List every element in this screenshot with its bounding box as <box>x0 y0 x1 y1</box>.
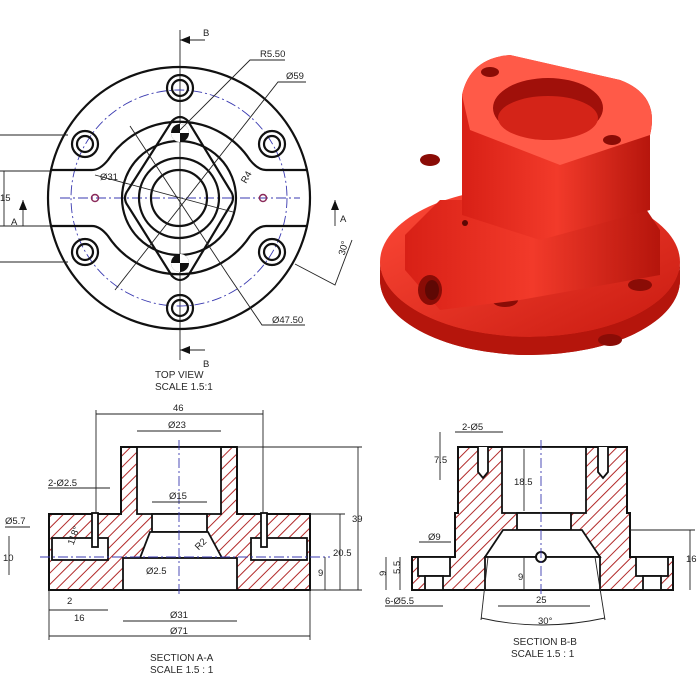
top-view-title: TOP VIEW <box>155 370 204 381</box>
dim-30-deg: 30° <box>337 240 351 257</box>
dim-a-20-5: 20.5 <box>333 548 352 559</box>
outer-flange-circle <box>46 65 312 331</box>
section-a-marker-left: A <box>11 217 18 228</box>
top-view: B B <box>0 28 353 393</box>
section-b-title: SECTION B-B <box>513 637 577 648</box>
boss-outline <box>123 115 235 282</box>
dim-a-46: 46 <box>173 403 184 414</box>
dim-a-10: 10 <box>3 553 14 564</box>
top-view-scale: SCALE 1.5:1 <box>155 382 213 393</box>
dim-d59: Ø59 <box>286 71 304 82</box>
dim-b-18-5: 18.5 <box>514 477 533 488</box>
dim-b-30-deg: 30° <box>538 616 553 627</box>
dim-a-9: 9 <box>318 568 323 579</box>
dim-b-6-d5-5: 6-Ø5.5 <box>385 596 414 607</box>
dim-15: 15 <box>0 193 11 204</box>
inner-ring-lower <box>50 224 308 276</box>
dim-b-25: 25 <box>536 595 547 606</box>
bolt-holes <box>70 73 287 323</box>
dim-a-2: 2 <box>67 596 72 607</box>
tapped-hole-markers <box>171 124 189 272</box>
bolt-circle <box>70 89 288 307</box>
dim-a-16: 16 <box>74 613 85 624</box>
dim-d31: Ø31 <box>100 172 118 183</box>
dim-a-d31: Ø31 <box>170 610 188 621</box>
section-a-title: SECTION A-A <box>150 653 214 664</box>
dim-r5-50: R5.50 <box>260 49 285 60</box>
isometric-3d-render <box>380 55 680 355</box>
section-a-marker-right: A <box>340 214 347 225</box>
dim-b-2-d5: 2-Ø5 <box>462 422 483 433</box>
dim-b-9-center: 9 <box>518 572 523 583</box>
section-b-b: 2-Ø5 7.5 18.5 Ø9 5.5 9 9 6-Ø5.5 25 30° 1… <box>378 422 697 660</box>
section-b-scale: SCALE 1.5 : 1 <box>511 649 575 660</box>
dim-a-d5-7: Ø5.7 <box>5 516 26 527</box>
dim-b-9-left: 9 <box>378 571 389 576</box>
dim-b-d9: Ø9 <box>428 532 441 543</box>
dim-a-d2-5: Ø2.5 <box>146 566 167 577</box>
dim-b-7-5: 7.5 <box>434 455 447 466</box>
dim-a-d23: Ø23 <box>168 420 186 431</box>
section-b-marker-bottom: B <box>203 359 209 370</box>
dim-a-2-d2-5: 2-Ø2.5 <box>48 478 77 489</box>
dim-b-16: 16 <box>686 554 697 565</box>
inner-ring-upper <box>50 120 308 172</box>
dim-a-d71: Ø71 <box>170 626 188 637</box>
section-a-scale: SCALE 1.5 : 1 <box>150 665 214 676</box>
dim-a-39: 39 <box>352 514 363 525</box>
dim-d47-50: Ø47.50 <box>272 315 303 326</box>
section-b-marker-top: B <box>203 28 209 39</box>
dim-r4: R4 <box>239 169 255 185</box>
dim-b-5-5: 5.5 <box>392 561 403 574</box>
section-a-a: 46 Ø23 Ø15 2-Ø2.5 Ø5.7 10 118° R2 Ø2.5 2… <box>3 403 363 676</box>
dim-a-d15: Ø15 <box>169 491 187 502</box>
